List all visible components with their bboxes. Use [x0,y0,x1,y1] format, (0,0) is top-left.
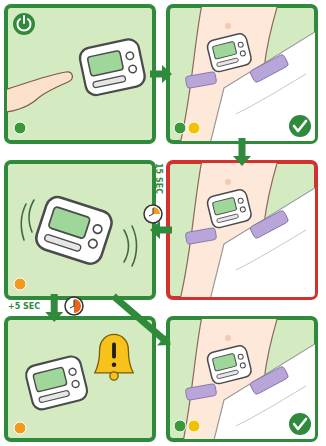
flow-arrow [150,221,172,239]
flow-arrow [45,294,63,322]
step-panel [166,316,318,442]
step-panel [4,4,156,144]
bell-icon [95,334,133,380]
time-label: 15 SEC [154,163,163,194]
step-panel [4,160,156,300]
status-dot [14,278,26,290]
panel-art-idle [180,163,315,297]
flow-arrow [233,138,251,166]
status-dot [188,122,200,134]
power-icon [13,13,35,35]
status-dot [14,422,26,434]
panel-art-alarm [14,334,133,434]
status-dot [174,122,186,134]
status-dot [174,420,186,432]
step-panel [4,316,156,442]
panel-art-vibrate [14,194,137,290]
step-panel [166,160,318,300]
flow-arrow [111,293,170,345]
panel-art-power-on [7,13,147,134]
clock-icon [144,205,162,223]
finger [7,72,72,112]
panel-art-worn [174,319,315,439]
vibration-lines [21,200,136,266]
time-label: +5 SEC [8,302,40,311]
clock-icon [65,297,83,315]
status-dot [188,420,200,432]
panel-art-worn [174,7,315,141]
status-dot [14,122,26,134]
step-panel [166,4,318,144]
flow-arrow [150,65,172,83]
